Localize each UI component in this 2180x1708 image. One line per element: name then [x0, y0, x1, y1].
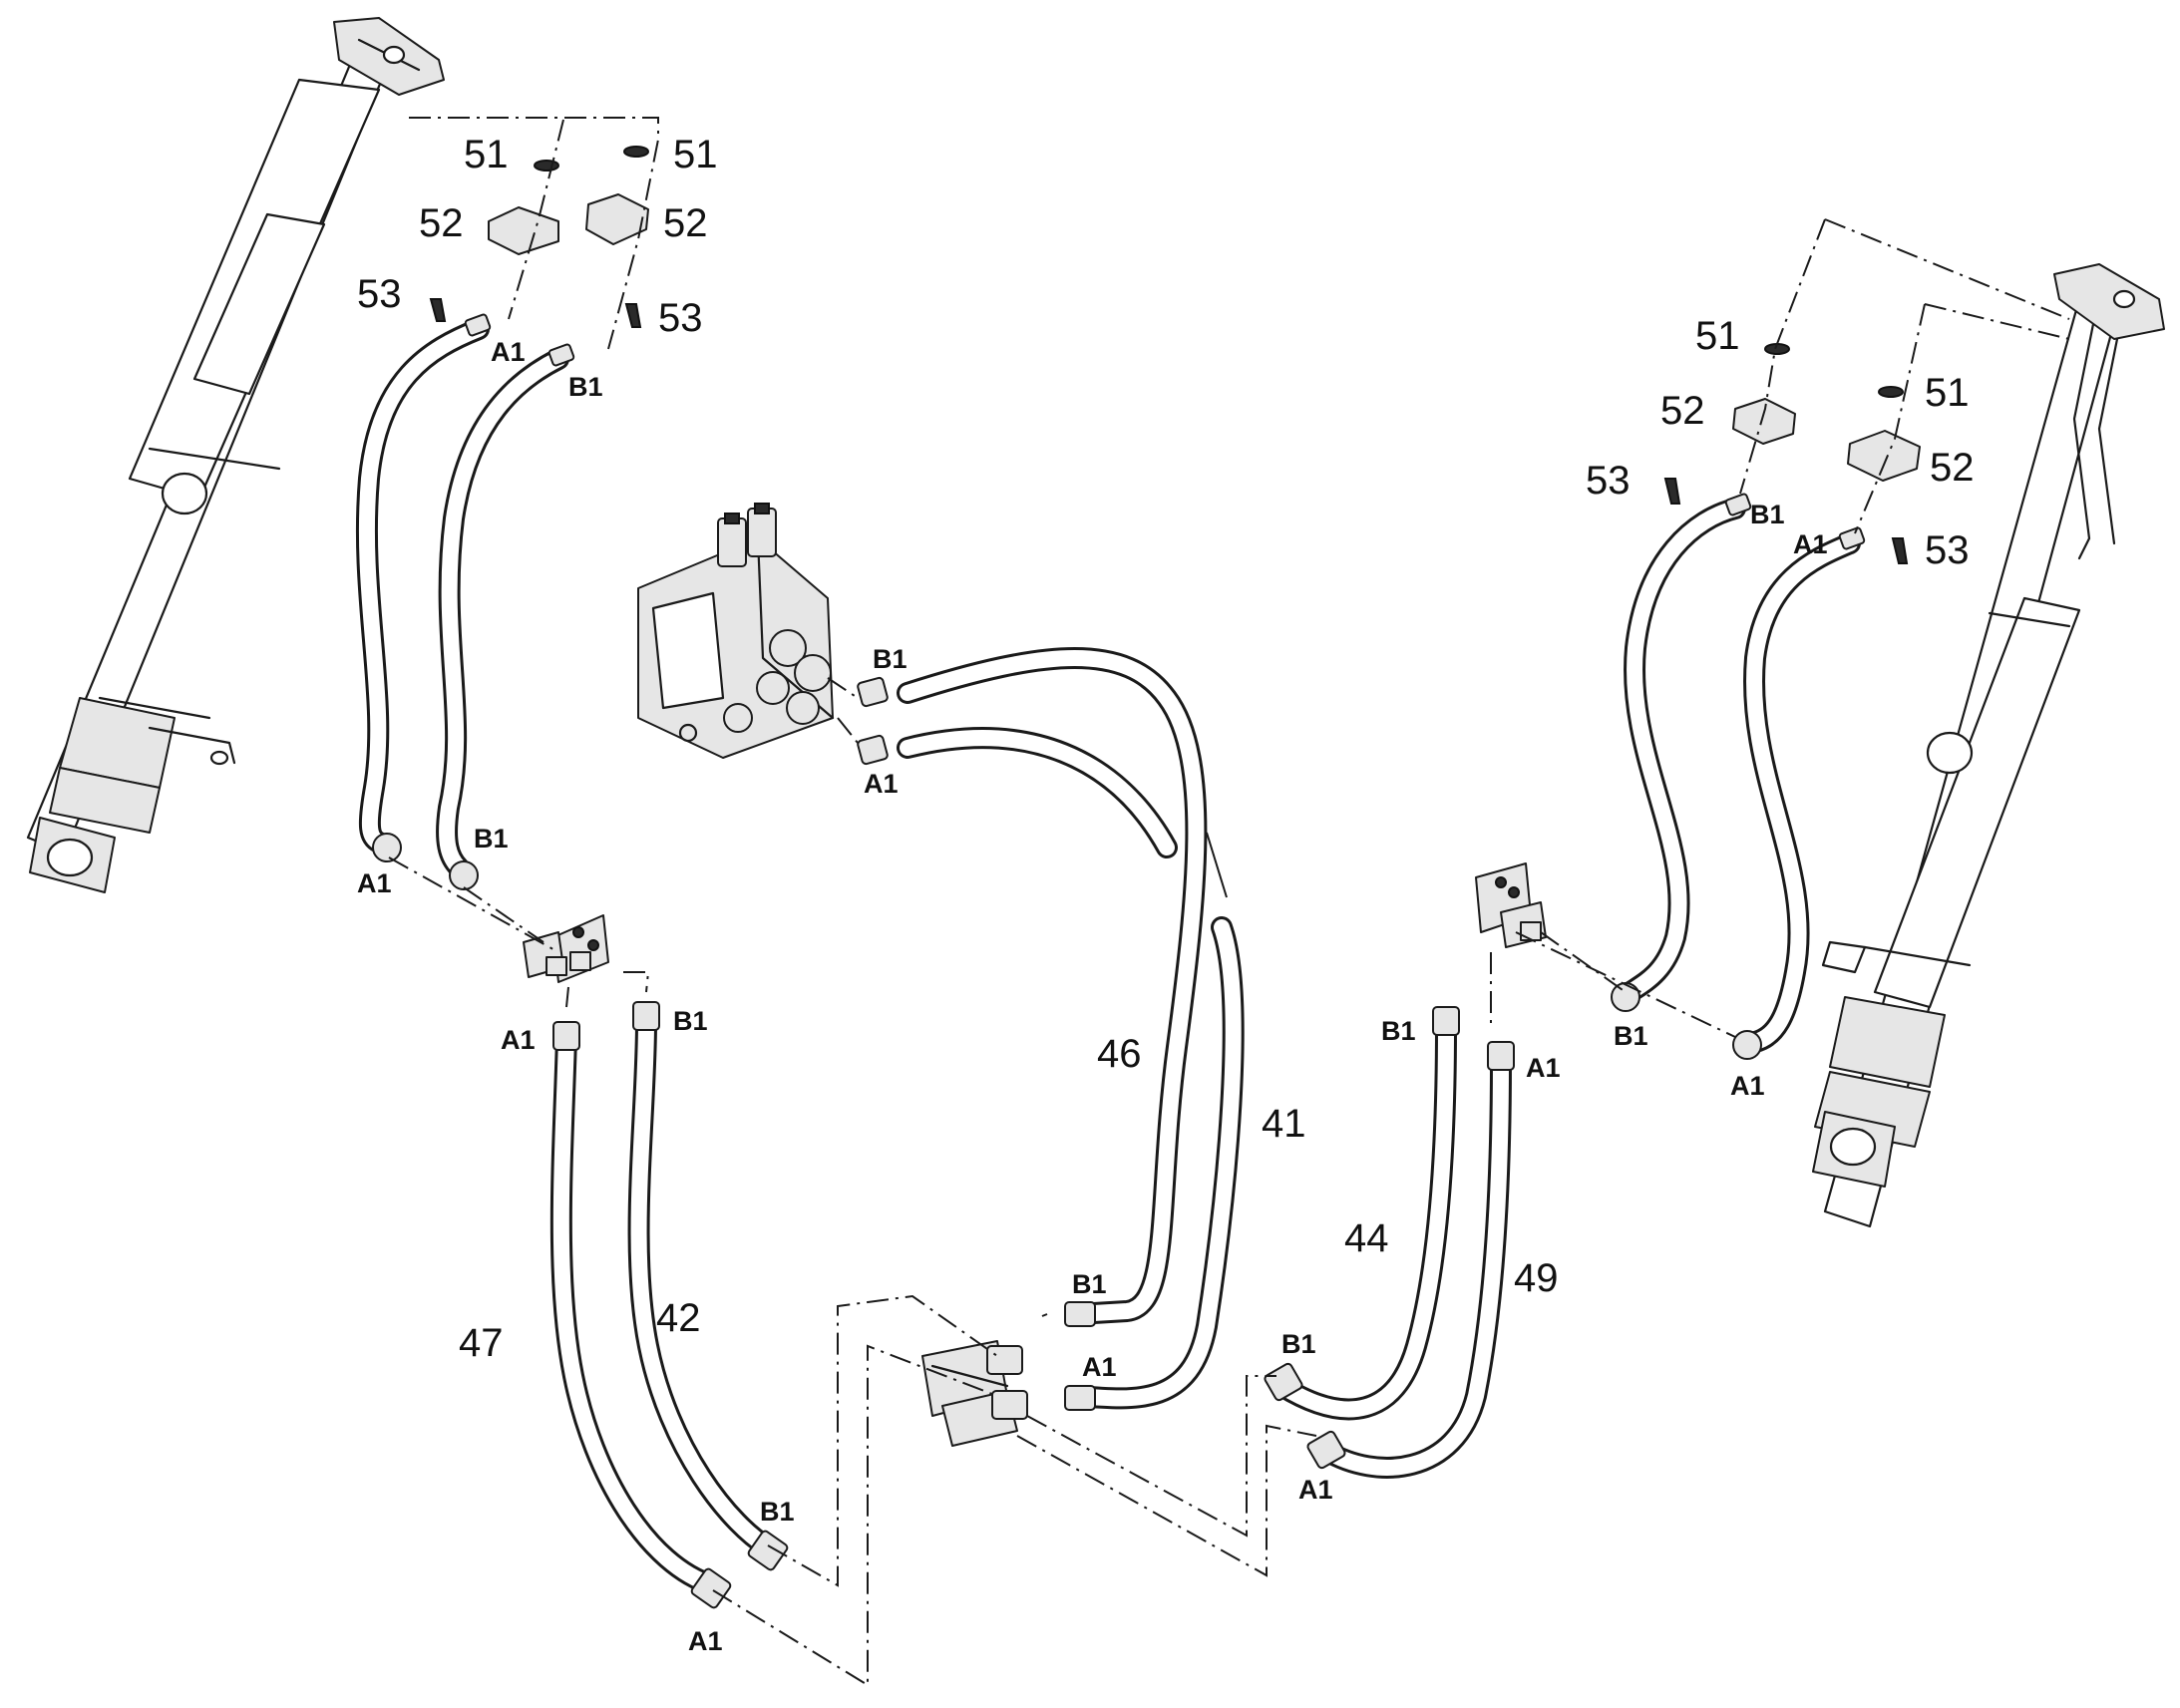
- label-53-right-a: 53: [1586, 459, 1631, 503]
- hoses: [355, 318, 1861, 1596]
- left-lift-cylinder: [26, 17, 445, 893]
- label-52-right-b: 52: [1930, 446, 1975, 490]
- port-label-valve-b1: B1: [873, 644, 908, 674]
- o-ring-right-b: [1878, 386, 1904, 398]
- port-label-mid-right-b1: B1: [1281, 1329, 1316, 1359]
- port-label-bottom-a1: A1: [688, 1626, 723, 1656]
- port-label-left-hose-a1: A1: [357, 868, 392, 898]
- port-label-right-cyl-b1: B1: [1750, 500, 1785, 529]
- port-label-bottom-b1: B1: [760, 1497, 795, 1527]
- hose-right-cyl-a1: [1743, 532, 1861, 1053]
- bolt-right-a: [1663, 478, 1681, 505]
- bolt-left-a: [429, 298, 447, 322]
- bolt-right-b: [1891, 537, 1909, 564]
- port-label-left-hose-b1: B1: [474, 824, 509, 854]
- hose-47: [549, 1026, 724, 1596]
- hose-44: [1271, 1016, 1457, 1421]
- port-label-right-hose-b1: B1: [1614, 1021, 1648, 1051]
- flange-left-b: [585, 193, 649, 245]
- label-51-left-b: 51: [673, 133, 718, 176]
- label-49: 49: [1514, 1256, 1559, 1300]
- o-ring-left-a: [534, 160, 559, 171]
- leader-lines: [388, 117, 2070, 1687]
- flange-right-a: [1732, 398, 1796, 445]
- port-label-mid-right-a1: A1: [1298, 1475, 1333, 1505]
- label-47: 47: [459, 1321, 504, 1365]
- flange-left-a: [488, 206, 559, 255]
- port-label-right-hose-a1: A1: [1730, 1071, 1765, 1101]
- port-label-valve-a1: A1: [864, 769, 899, 799]
- hose-41: [897, 727, 1245, 1410]
- port-label-left-lower-b1: B1: [673, 1006, 708, 1036]
- label-46: 46: [1097, 1032, 1142, 1076]
- hose-right-cyl-b1: [1620, 498, 1746, 1003]
- port-label-center-b1: B1: [1072, 1269, 1107, 1299]
- port-label-left-cyl-b1: B1: [568, 372, 603, 402]
- port-label-center-a1: A1: [1082, 1352, 1117, 1382]
- part-number-callouts: 51 51 52 52 53 53 51 51 52 52 53 53 46 4…: [357, 133, 1975, 1365]
- port-label-left-lower-a1: A1: [501, 1025, 536, 1055]
- label-52-right-a: 52: [1660, 389, 1705, 433]
- left-bulkhead-bracket: [523, 914, 609, 983]
- port-label-right-lower-b1: B1: [1381, 1016, 1416, 1046]
- right-bulkhead-bracket: [1475, 862, 1547, 948]
- label-53-left-a: 53: [357, 272, 402, 316]
- port-label-right-lower-a1: A1: [1526, 1053, 1561, 1083]
- label-53-left-b: 53: [658, 296, 703, 340]
- port-label-right-cyl-a1: A1: [1793, 529, 1828, 559]
- label-44: 44: [1344, 1216, 1389, 1260]
- label-52-left-a: 52: [419, 201, 464, 245]
- label-52-left-b: 52: [663, 201, 708, 245]
- control-valve-block: [637, 503, 835, 759]
- right-lift-cylinder: [1812, 263, 2165, 1228]
- hose-left-cyl-a1: [355, 318, 490, 854]
- port-label-left-cyl-a1: A1: [491, 337, 526, 367]
- port-labels: A1 B1 A1 B1 A1 B1 B1 A1 B1 A1 B1 A1 B1 A…: [357, 337, 1828, 1656]
- center-tee-manifold: [921, 1340, 1028, 1447]
- label-51-right-a: 51: [1695, 314, 1740, 358]
- fittings: [372, 313, 1866, 1609]
- label-53-right-b: 53: [1925, 528, 1970, 572]
- flange-right-b: [1847, 430, 1921, 482]
- hose-49: [1315, 1051, 1512, 1479]
- label-51-left-a: 51: [464, 133, 509, 176]
- bolt-left-b: [624, 303, 642, 328]
- o-ring-left-b: [623, 146, 649, 158]
- label-51-right-b: 51: [1925, 371, 1970, 415]
- hose-42: [627, 1011, 784, 1561]
- hose-46: [897, 647, 1208, 1325]
- flange-parts: [429, 146, 1921, 564]
- label-42: 42: [656, 1296, 701, 1340]
- hose-left-cyl-b1: [436, 348, 569, 878]
- label-41: 41: [1262, 1102, 1306, 1146]
